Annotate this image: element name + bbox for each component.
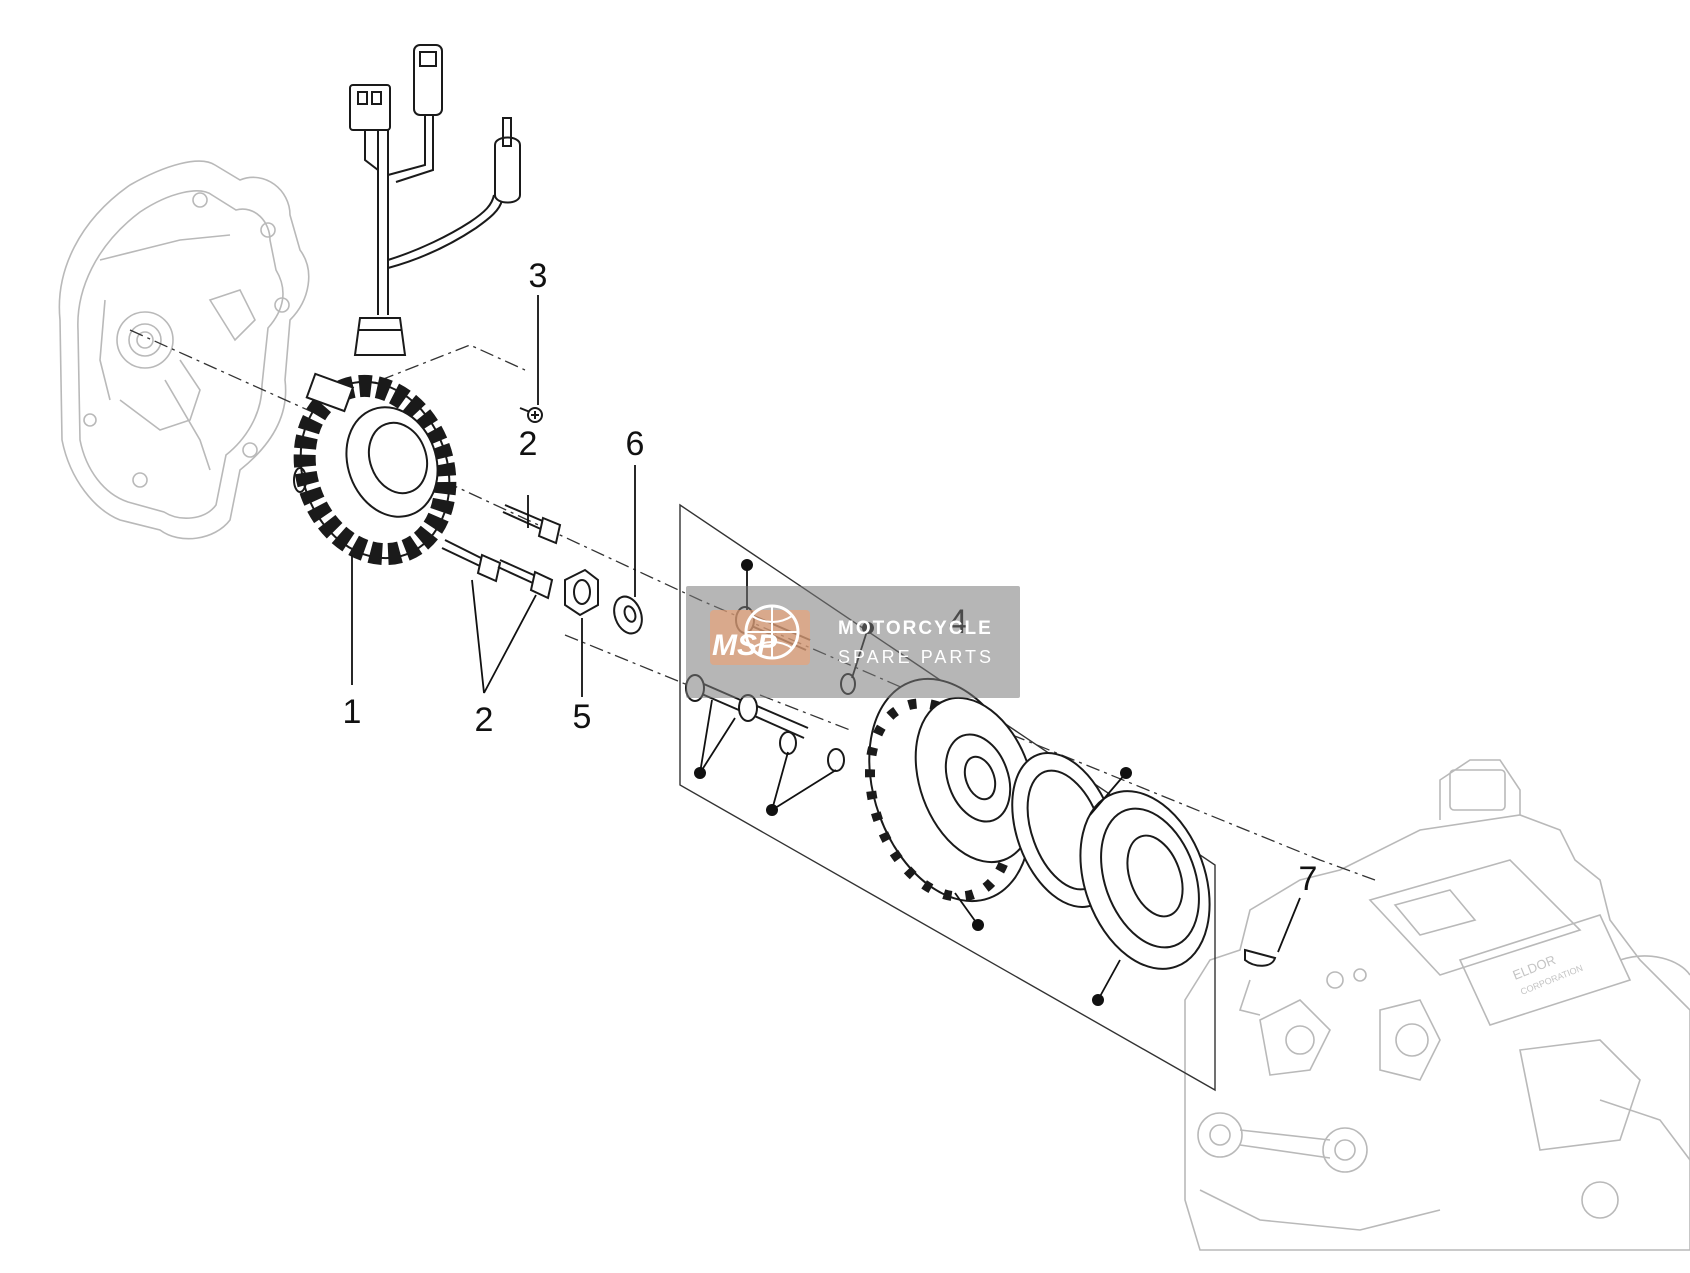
assembly-axis-lines <box>129 329 1376 881</box>
callout-3: 3 <box>529 257 548 295</box>
hex-nut <box>564 568 599 617</box>
leader-lines <box>351 295 1301 953</box>
watermark-title: MOTORCYCLE <box>838 618 993 639</box>
flywheel-kit-panel <box>679 503 1216 1092</box>
woodruff-key <box>1244 948 1277 967</box>
callout-2-lower: 2 <box>475 701 494 739</box>
watermark-logo-text: MSP <box>712 629 778 662</box>
stator-bolt-lower-right <box>497 559 554 600</box>
engine-block-ghost: ELDOR CORPORATION <box>1184 759 1690 1251</box>
crankcase-cover-ghost <box>58 160 310 540</box>
callout-6: 6 <box>626 425 645 463</box>
stator-bolt-upper <box>502 504 562 545</box>
callout-1: 1 <box>343 693 362 731</box>
watermark-subtitle: SPARE PARTS <box>838 647 994 667</box>
stator <box>293 372 457 566</box>
callout-5: 5 <box>573 698 592 736</box>
callout-7: 7 <box>1299 860 1318 898</box>
callout-2-upper: 2 <box>519 425 538 463</box>
small-screw <box>519 407 543 423</box>
wiring-harness <box>349 44 521 356</box>
watermark: MSP MOTORCYCLE SPARE PARTS <box>686 586 1020 698</box>
stator-bolt-lower-left <box>441 539 502 583</box>
washer <box>613 595 643 635</box>
